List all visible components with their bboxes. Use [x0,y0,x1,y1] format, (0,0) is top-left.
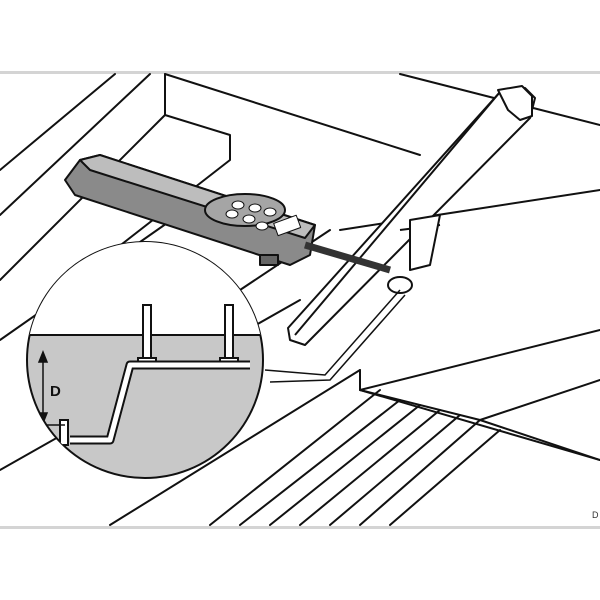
bottom-divider [0,526,600,529]
corner-mark: D [592,510,599,520]
dimension-label: D [50,383,61,400]
top-divider [0,71,600,74]
